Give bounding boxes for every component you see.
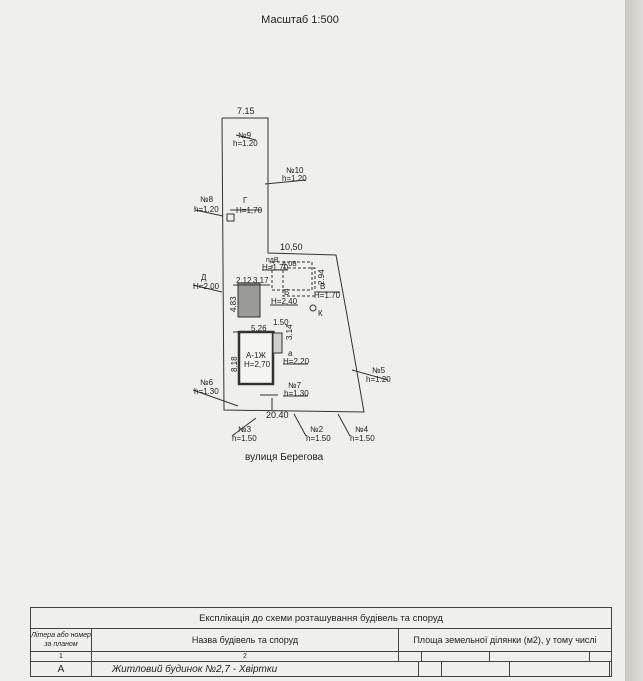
row1-area-cell (419, 662, 611, 676)
fence-9-h: h=1.20 (233, 139, 258, 148)
fence-5-h: h=1.20 (366, 375, 391, 384)
street-name: вулиця Берегова (245, 452, 324, 463)
building-a-letter: А-1Ж (246, 351, 266, 360)
col3-header: Площа земельної ділянки (м2), у тому чис… (413, 635, 597, 645)
fence-10-no: №10 (286, 166, 304, 175)
building-pdv-side: 2.94 (317, 269, 326, 285)
dim-bottom: 20.40 (266, 410, 289, 420)
fence-3-no: №3 (238, 425, 252, 434)
row1-letter: А (31, 662, 92, 676)
building-a-small-side: 3.14 (285, 324, 294, 340)
table-row: А Житловий будинок №2,7 - Хвіртки (31, 662, 611, 677)
building-g-letter: Г (243, 196, 248, 205)
building-pdv-w: 4.08 (282, 259, 297, 268)
col2-header: Назва будівель та споруд (92, 629, 399, 651)
building-v-letter: В (320, 282, 325, 291)
dim-mid: 10,50 (280, 242, 303, 252)
col2-num: 2 (92, 652, 399, 661)
fence-9-no: №9 (238, 131, 252, 140)
building-a (237, 330, 275, 386)
building-a-small-letter: а (288, 349, 293, 358)
building-pdv-letter: пдВ (266, 257, 279, 264)
site-plan: 7.15 10,50 20.40 №9 h=1.20 №10 h=1.20 №8… (192, 106, 391, 443)
fence-6-h: h=1.30 (194, 387, 219, 396)
well-k-marker (309, 304, 317, 312)
document-page (0, 0, 625, 681)
building-v (282, 267, 316, 297)
building-v-height: Н=1.70 (314, 291, 341, 300)
fence-8-no: №8 (200, 195, 214, 204)
fence-2-h: h=1.50 (306, 434, 331, 443)
col1-num: 1 (31, 652, 92, 661)
col3-num-cell (399, 652, 611, 661)
building-b-height: Н=2,40 (271, 297, 298, 306)
building-g-height: Н=1,70 (236, 206, 263, 215)
page-edge (625, 0, 643, 681)
building-a-side: 8.18 (230, 356, 239, 372)
fence-4-h: h=1.50 (350, 434, 375, 443)
building-a-w: 5.26 (251, 324, 267, 333)
building-a-small-height: Н=2,20 (283, 357, 310, 366)
fence-7-no: №7 (288, 381, 302, 390)
building-b-side: 4.83 (229, 296, 238, 312)
explication-table: Експлікація до схеми розташування будіве… (30, 607, 612, 677)
dim-top: 7.15 (237, 106, 255, 116)
table-header-row: Літера або номер за планом Назва будівел… (31, 629, 611, 652)
building-pdv-height: Н=1.70 (262, 263, 289, 272)
row1-name: Житловий будинок №2,7 - Хвіртки (92, 662, 419, 676)
fence-6-no: №6 (200, 378, 214, 387)
fence-5-no: №5 (372, 366, 386, 375)
fence-4-no: №4 (355, 425, 369, 434)
fence-10-h: h=1.20 (282, 174, 307, 183)
building-b-letter: Б (284, 288, 289, 297)
building-pdv (271, 261, 313, 291)
col1-header: Літера або номер за планом (31, 629, 92, 651)
table-number-row: 1 2 (31, 652, 611, 662)
fence-8-h: h=1.20 (194, 205, 219, 214)
building-d-height: Н=2.00 (193, 282, 220, 291)
plot-boundary (221, 117, 365, 413)
building-a-small-w: 1.50 (273, 318, 289, 327)
building-d-letter: Д (201, 273, 207, 282)
table-title: Експлікація до схеми розташування будіве… (31, 608, 611, 629)
building-k-letter: К (318, 309, 323, 318)
building-b-w1: 2.12 (236, 276, 252, 285)
building-g-marker (226, 213, 235, 222)
building-b-w2: 3.17 (253, 276, 269, 285)
building-b (237, 282, 261, 318)
fence-3-h: h=1.50 (232, 434, 257, 443)
building-a-small (272, 332, 283, 354)
building-a-height: Н=2,70 (244, 360, 271, 369)
fence-7-h: h=1.30 (284, 389, 309, 398)
fence-2-no: №2 (310, 425, 324, 434)
scale-label: Масштаб 1:500 (261, 14, 339, 26)
